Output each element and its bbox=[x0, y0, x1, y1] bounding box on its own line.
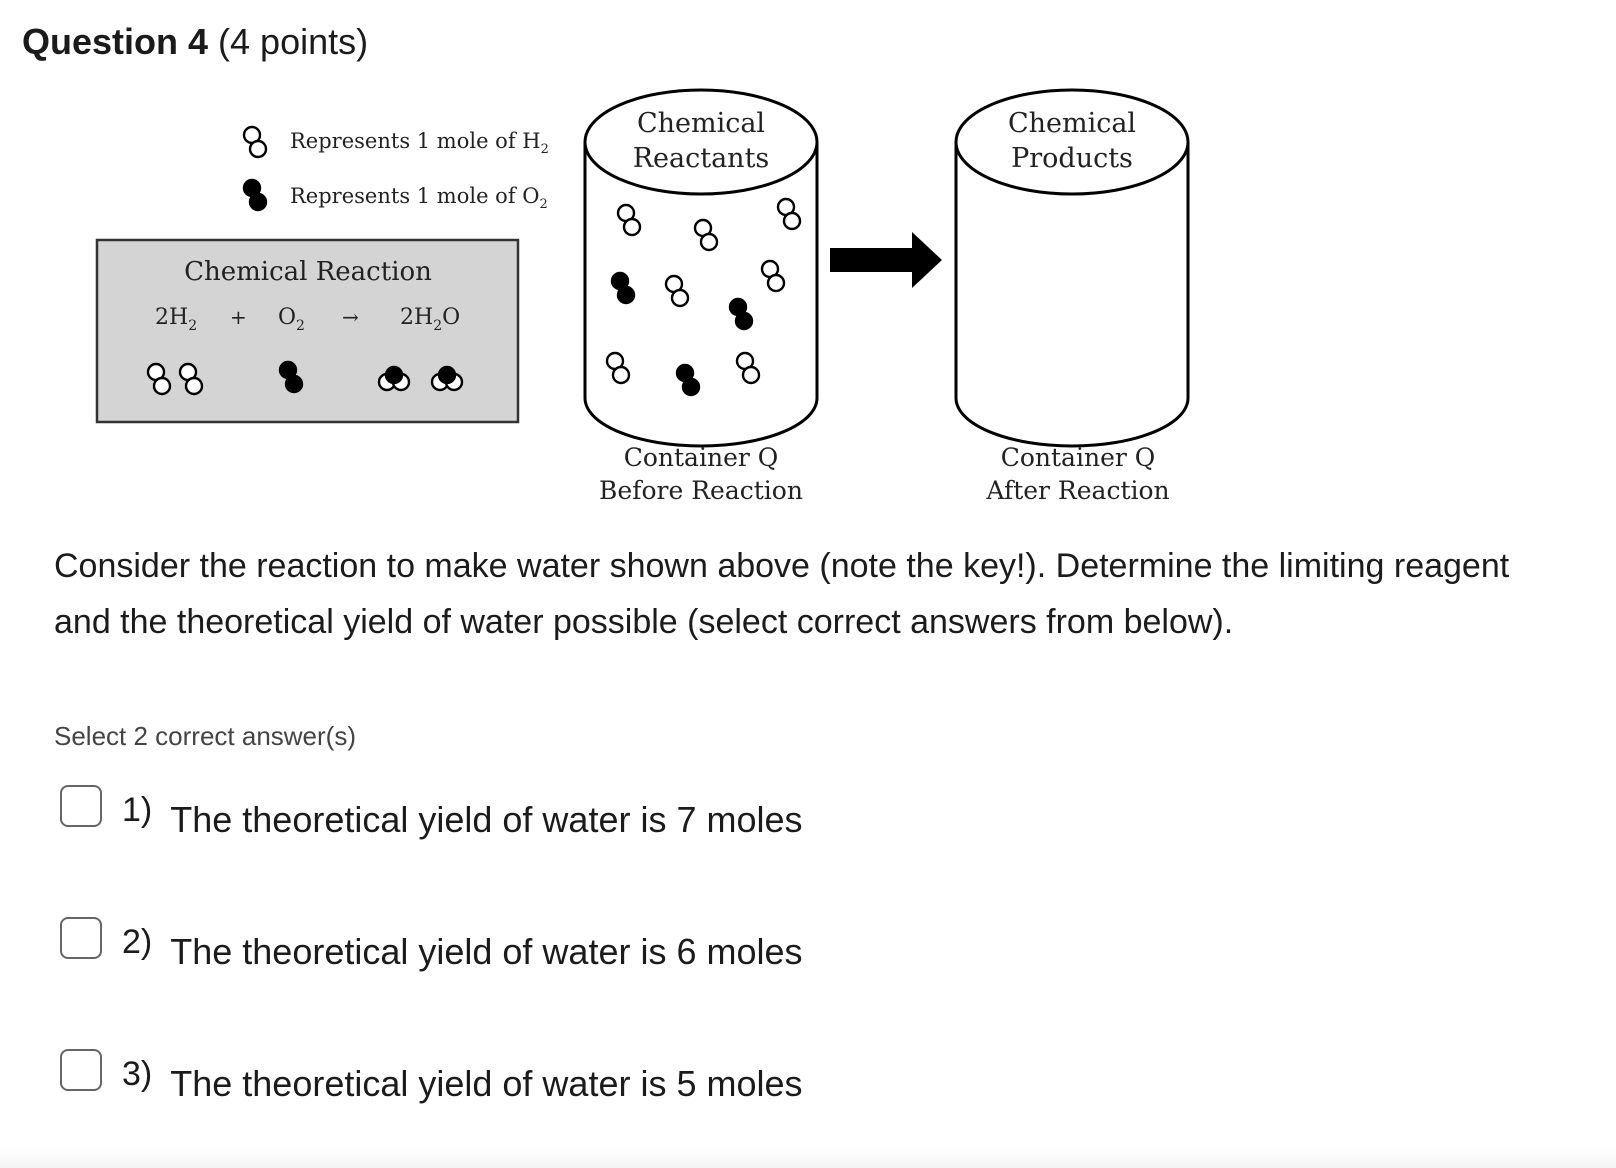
question-points: (4 points) bbox=[218, 21, 369, 62]
key-o2-label: Represents 1 mole of O2 bbox=[290, 184, 548, 212]
question-prompt: Consider the reaction to make water show… bbox=[54, 547, 1510, 641]
before-lid-line2: Reactants bbox=[633, 143, 770, 174]
answer-checkbox[interactable] bbox=[60, 785, 102, 827]
after-lid-line1: Chemical bbox=[1008, 108, 1136, 139]
reaction-box-title: Chemical Reaction bbox=[184, 257, 432, 287]
option-text[interactable]: The theoretical yield of water is 5 mole… bbox=[170, 1063, 803, 1104]
reaction-box: Chemical Reaction 2H2 + O2 → 2H2O bbox=[95, 238, 520, 424]
answer-option-2[interactable]: 2) The theoretical yield of water is 6 m… bbox=[60, 917, 960, 978]
question-title: Question 4 bbox=[22, 21, 209, 62]
answer-option-3[interactable]: 3) The theoretical yield of water is 5 m… bbox=[60, 1049, 960, 1110]
container-after: Chemical Products Container Q After Reac… bbox=[954, 88, 1190, 505]
before-lid-line1: Chemical bbox=[637, 108, 765, 139]
eq-term-1: 2H2 bbox=[155, 305, 197, 334]
option-text[interactable]: The theoretical yield of water is 6 mole… bbox=[170, 931, 803, 972]
page-bottom-edge bbox=[0, 1146, 1616, 1168]
key-h2-label: Represents 1 mole of H2 bbox=[290, 129, 549, 157]
after-caption-line2: After Reaction bbox=[985, 476, 1169, 505]
after-caption-line1: Container Q bbox=[1001, 443, 1156, 472]
reaction-diagram: Represents 1 mole of H2 Represents 1 mol… bbox=[95, 88, 1190, 505]
option-text[interactable]: The theoretical yield of water is 7 mole… bbox=[170, 799, 803, 840]
h2-key-icon bbox=[242, 125, 268, 159]
reaction-arrow-icon bbox=[830, 232, 942, 288]
key: Represents 1 mole of H2 Represents 1 mol… bbox=[242, 125, 549, 212]
question-header: Question 4 (4 points) bbox=[22, 20, 368, 64]
option-number: 3) bbox=[122, 1054, 153, 1093]
answer-checkbox[interactable] bbox=[60, 1049, 102, 1091]
select-instruction: Select 2 correct answer(s) bbox=[54, 721, 356, 751]
answer-option-1[interactable]: 1) The theoretical yield of water is 7 m… bbox=[60, 785, 960, 846]
option-number: 2) bbox=[122, 922, 153, 961]
eq-plus: + bbox=[230, 305, 247, 329]
after-lid-line2: Products bbox=[1011, 143, 1133, 174]
eq-term-3: 2H2O bbox=[400, 305, 460, 334]
container-before: Chemical Reactants Container Q Before Re… bbox=[583, 88, 819, 505]
o2-key-icon bbox=[242, 178, 268, 212]
before-caption-line1: Container Q bbox=[624, 443, 779, 472]
eq-arrow: → bbox=[342, 305, 359, 329]
option-number: 1) bbox=[122, 790, 153, 829]
before-caption-line2: Before Reaction bbox=[599, 476, 803, 505]
reaction-figure: Represents 1 mole of H2 Represents 1 mol… bbox=[60, 80, 1260, 530]
eq-term-2: O2 bbox=[278, 305, 305, 334]
answer-checkbox[interactable] bbox=[60, 917, 102, 959]
